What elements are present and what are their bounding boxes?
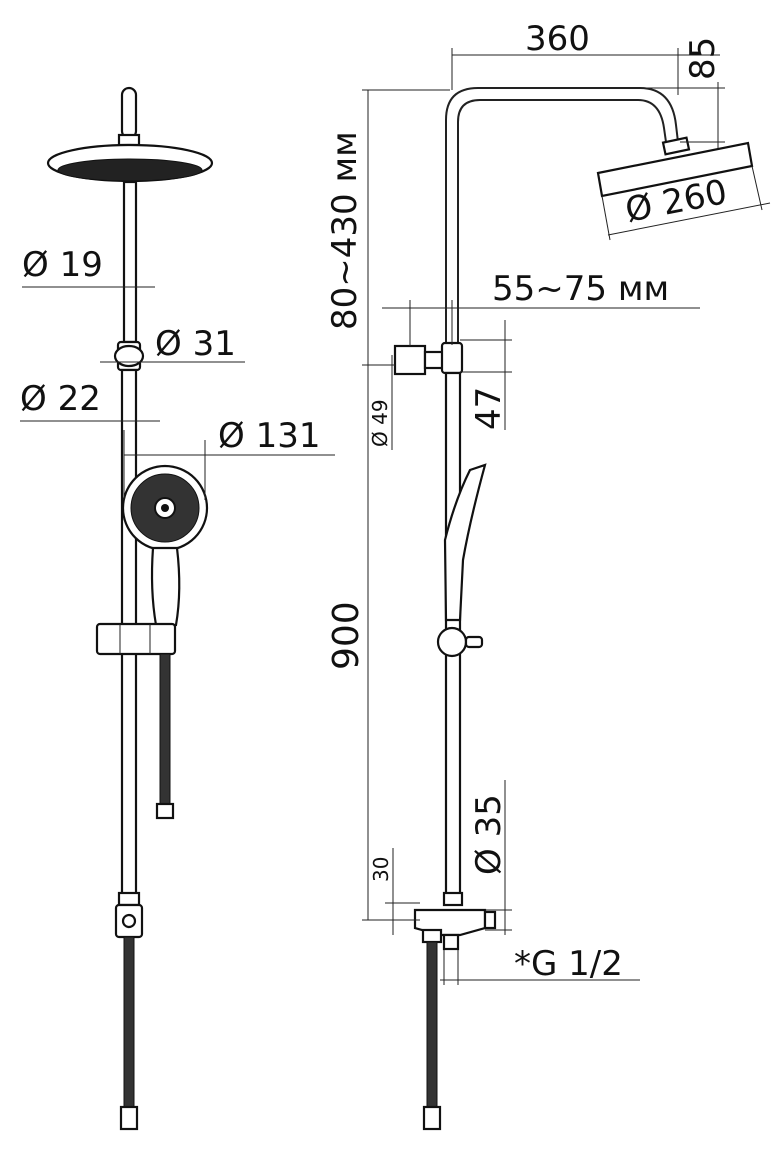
- bottom-hose-end: [119, 1105, 139, 1131]
- top-nut: [117, 133, 141, 147]
- dim-height-range: 80~430 мм: [325, 131, 365, 330]
- diverter-knob: [121, 913, 137, 929]
- head-connector: [661, 136, 691, 156]
- holder-lever: [464, 635, 484, 649]
- upper-pipe: [122, 180, 138, 344]
- hose-side: [426, 941, 438, 1108]
- dim-slider: Ø 31: [155, 324, 236, 364]
- slider-ring: [113, 344, 145, 368]
- dim-bracket-height: 47: [469, 387, 509, 430]
- hand-shower-center-dot: [161, 504, 169, 512]
- hand-hose-end: [155, 802, 175, 820]
- hose-end-side: [422, 1105, 442, 1131]
- side-view: [362, 48, 771, 1131]
- dim-mixer-diameter: Ø 35: [469, 794, 509, 875]
- mixer-outlet: [483, 910, 497, 930]
- dim-top-pipe: Ø 19: [22, 245, 103, 285]
- diverter-nut: [117, 891, 141, 907]
- wall-bracket-plate: [393, 344, 427, 376]
- hand-shower-handle: [150, 546, 181, 627]
- top-stub: [120, 86, 138, 140]
- dim-bracket-diameter: Ø 49: [368, 399, 392, 447]
- dim-head-offset: 85: [683, 37, 723, 80]
- dim-hand-shower: Ø 131: [218, 416, 320, 456]
- hose-nut-side: [421, 928, 443, 944]
- bottom-hose: [123, 936, 135, 1108]
- dim-rail-diameter: Ø 22: [20, 379, 101, 419]
- mixer-inlet: [442, 933, 460, 951]
- front-view: [20, 86, 335, 1131]
- hand-shower-holder: [95, 622, 177, 656]
- holder-knob-side: [436, 626, 468, 658]
- dim-wall-offset: 55~75 мм: [492, 269, 669, 309]
- dim-rail-height: 900: [326, 601, 367, 670]
- overhead-nozzles: [57, 158, 203, 182]
- hand-shower-side: [443, 463, 487, 622]
- hand-hose: [159, 653, 171, 805]
- bracket-clamp: [440, 341, 464, 375]
- dim-thread: *G 1/2: [514, 944, 623, 984]
- mixer-nut: [442, 891, 464, 907]
- dim-mixer-height: 30: [369, 857, 393, 882]
- dim-arm-length: 360: [525, 19, 590, 59]
